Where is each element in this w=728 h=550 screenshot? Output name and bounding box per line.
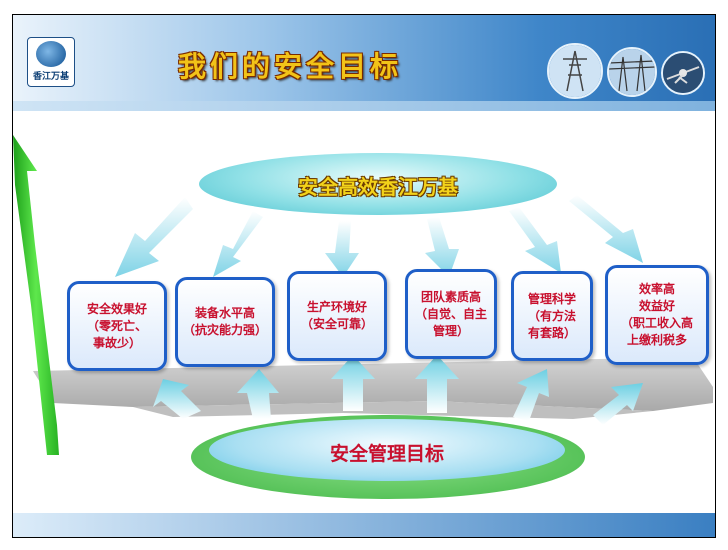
flow-arrows <box>115 195 643 425</box>
fan-arrow-6 <box>569 195 643 263</box>
top-goal-ellipse: 安全高效香江万基 <box>199 153 557 215</box>
fan-arrow-2 <box>213 211 263 277</box>
goal-box-efficiency: 效率高 效益好 （职工收入高 上缴利税多 <box>605 265 709 365</box>
top-goal-label: 安全高效香江万基 <box>298 175 458 199</box>
bottom-goal-ellipse <box>209 419 565 481</box>
up-arrow-2 <box>237 369 279 419</box>
fan-arrow-1 <box>115 197 193 277</box>
up-arrow-1 <box>153 379 201 419</box>
goal-box-label: 团队素质高 （自觉、自主 管理） <box>414 289 487 338</box>
goal-box-team: 团队素质高 （自觉、自主 管理） <box>405 269 497 359</box>
header-band <box>13 101 715 111</box>
goal-box-equipment: 装备水平高 （抗灾能力强） <box>175 277 275 367</box>
slide: 香江万基 我们的安全目标 <box>12 14 716 538</box>
logo: 香江万基 <box>27 37 75 87</box>
power-tower-photo-icon <box>547 43 603 99</box>
goal-box-environment: 生产环境好 （安全可靠） <box>287 271 387 361</box>
bottom-goal-label: 安全管理目标 <box>329 443 444 465</box>
power-line-photo-icon <box>607 47 657 97</box>
logo-icon <box>36 41 66 67</box>
goal-box-label: 装备水平高 （抗灾能力强） <box>182 306 267 337</box>
goal-box-label: 效率高 效益好 （职工收入高 上缴利税多 <box>620 282 693 347</box>
goal-box-label: 生产环境好 （安全可靠） <box>300 300 373 331</box>
fan-arrow-5 <box>509 207 561 273</box>
fan-arrow-4 <box>425 217 459 277</box>
goal-box-management: 管理科学 （有方法 有套路） <box>511 271 593 361</box>
goal-box-safety-result: 安全效果好 （零死亡、 事故少） <box>67 281 167 371</box>
growth-arrow-icon <box>13 135 59 455</box>
up-arrow-3 <box>331 355 375 411</box>
up-arrow-5 <box>513 369 549 421</box>
up-arrow-4 <box>415 355 459 413</box>
goal-box-label: 安全效果好 （零死亡、 事故少） <box>86 301 147 350</box>
page-title: 我们的安全目标 <box>178 50 403 83</box>
logo-text: 香江万基 <box>32 72 69 82</box>
up-arrow-6 <box>593 383 643 425</box>
fan-arrow-3 <box>325 221 359 277</box>
goal-box-label: 管理科学 （有方法 有套路） <box>527 291 576 340</box>
power-worker-photo-icon <box>661 51 705 95</box>
footer-bar <box>13 513 715 537</box>
